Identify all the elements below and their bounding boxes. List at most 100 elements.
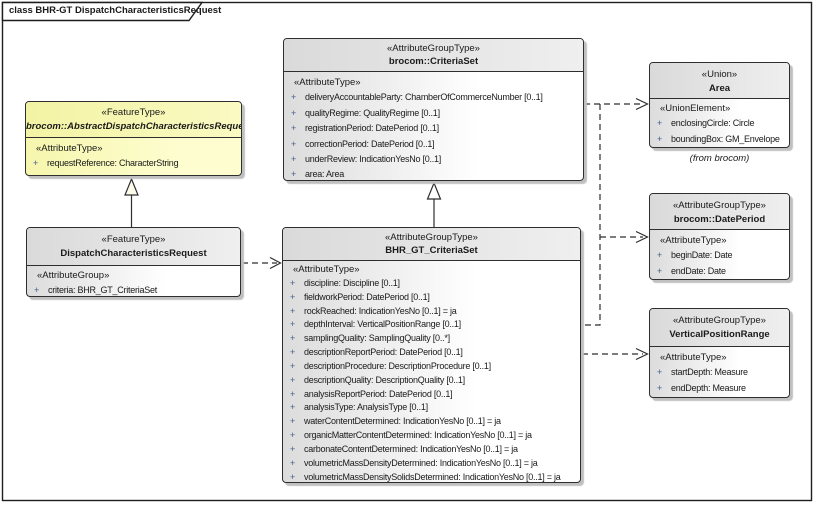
class-name: VerticalPositionRange bbox=[669, 328, 770, 340]
visibility-plus: + bbox=[290, 360, 296, 371]
attribute-text: analysisReportPeriod: DatePeriod [0..1] bbox=[304, 388, 453, 399]
attribute-row[interactable]: + waterContentDetermined: IndicationYesNo… bbox=[283, 415, 580, 429]
section-label: «AttributeType» bbox=[293, 264, 360, 275]
attribute-row[interactable]: + rockReached: IndicationYesNo [0..1] = j… bbox=[283, 305, 580, 319]
class-name: brocom::CriteriaSet bbox=[388, 56, 479, 67]
attribute-row[interactable]: + analysisReportPeriod: DatePeriod [0..1] bbox=[283, 388, 580, 402]
stereotype-label: «AttributeGroupType» bbox=[387, 42, 480, 54]
visibility-plus: + bbox=[290, 291, 296, 302]
class-area-union[interactable]: «Union» Area «UnionElement» +enclosingCi… bbox=[649, 62, 790, 148]
visibility-plus: + bbox=[290, 347, 296, 358]
attribute-row[interactable]: +registrationPeriod: DatePeriod [0..1] bbox=[284, 121, 583, 136]
visibility-plus: + bbox=[290, 402, 296, 413]
attribute-text: rockReached: IndicationYesNo [0..1] = ja bbox=[304, 305, 457, 316]
attribute-row[interactable]: + enclosingCircle: Circle bbox=[650, 116, 789, 131]
visibility-plus: + bbox=[291, 92, 297, 103]
attribute-row[interactable]: +depthInterval: VerticalPositionRange [0… bbox=[283, 318, 580, 332]
attribute-row[interactable]: + endDepth: Measure bbox=[650, 381, 789, 396]
attribute-row[interactable]: +volumetricMassDensityDetermined: Indica… bbox=[283, 457, 580, 471]
attribute-row[interactable]: + deliveryAccountableParty: ChamberOfComm… bbox=[284, 90, 583, 105]
visibility-plus: + bbox=[290, 471, 296, 482]
visibility-plus: + bbox=[33, 158, 39, 169]
class-abstract-dispatch-characteristics-request[interactable]: «FeatureType» brocom::AbstractDispatchCh… bbox=[25, 101, 242, 176]
class-dispatch-characteristics-request[interactable]: «FeatureType» DispatchCharacteristicsReq… bbox=[26, 227, 241, 297]
attribute-row[interactable]: + startDepth: Measure bbox=[650, 365, 789, 380]
attribute-row[interactable]: +analysisType: AnalysisType [0..1] bbox=[283, 401, 580, 415]
attribute-text: fieldworkPeriod: DatePeriod [0..1] bbox=[304, 291, 430, 302]
visibility-plus: + bbox=[290, 277, 296, 288]
class-name: DispatchCharacteristicsRequest bbox=[60, 247, 207, 259]
visibility-plus: + bbox=[290, 416, 296, 427]
attribute-text: beginDate: Date bbox=[671, 250, 733, 261]
attribute-row[interactable]: +underReview: IndicationYesNo [0..1] bbox=[284, 152, 583, 167]
attribute-row[interactable]: + boundingBox: GM_Envelope bbox=[650, 132, 789, 147]
attribute-row[interactable]: +endDate: Date bbox=[650, 264, 789, 279]
attribute-row[interactable]: +samplingQuality: SamplingQuality [0..*] bbox=[283, 332, 580, 346]
section-label: «AttributeGroup» bbox=[37, 270, 110, 281]
attribute-row[interactable]: + correctionPeriod: DatePeriod [0..1] bbox=[284, 137, 583, 152]
visibility-plus: + bbox=[657, 118, 663, 129]
dependency-arrow-to-dateperiod bbox=[582, 104, 649, 326]
section-label: «AttributeType» bbox=[660, 352, 727, 363]
visibility-plus: + bbox=[657, 250, 663, 261]
visibility-plus: + bbox=[291, 107, 297, 118]
visibility-plus: + bbox=[290, 374, 296, 385]
section-label: «AttributeType» bbox=[660, 235, 727, 246]
diagram-title-tab bbox=[1, 1, 204, 22]
visibility-plus: + bbox=[290, 443, 296, 454]
dependency-arrow-dispatch-to-bhrgt bbox=[242, 256, 282, 270]
dependency-arrow-bhrgt-to-verticalpositionrange bbox=[582, 347, 649, 361]
visibility-plus: + bbox=[291, 138, 297, 149]
attribute-row[interactable]: + fieldworkPeriod: DatePeriod [0..1] bbox=[283, 291, 580, 305]
attribute-row[interactable]: +organicMatterContentDetermined: Indicat… bbox=[283, 429, 580, 443]
attribute-text: correctionPeriod: DatePeriod [0..1] bbox=[305, 138, 435, 149]
section-label: «AttributeType» bbox=[294, 77, 361, 88]
attribute-row[interactable]: + criteria: BHR_GT_CriteriaSet bbox=[27, 283, 240, 296]
attribute-text: enclosingCircle: Circle bbox=[671, 118, 755, 129]
attribute-text: deliveryAccountableParty: ChamberOfComme… bbox=[305, 92, 543, 103]
dependency-arrow-criteriaset-to-area bbox=[584, 97, 649, 111]
visibility-plus: + bbox=[657, 382, 663, 393]
section-label: «AttributeType» bbox=[36, 143, 103, 154]
attribute-row[interactable]: + descriptionQuality: DescriptionQuality … bbox=[283, 374, 580, 388]
attribute-text: endDepth: Measure bbox=[671, 382, 746, 393]
attribute-row[interactable]: +discipline: Discipline [0..1] bbox=[283, 277, 580, 291]
class-verticalpositionrange[interactable]: «AttributeGroupType» VerticalPositionRan… bbox=[649, 308, 790, 398]
attribute-text: samplingQuality: SamplingQuality [0..*] bbox=[304, 333, 450, 344]
attribute-row[interactable]: + qualityRegime: QualityRegime [0..1] bbox=[284, 106, 583, 121]
visibility-plus: + bbox=[290, 305, 296, 316]
attribute-row[interactable]: + beginDate: Date bbox=[650, 248, 789, 263]
class-brocom-dateperiod[interactable]: «AttributeGroupType» brocom::DatePeriod … bbox=[649, 193, 790, 280]
attribute-row[interactable]: +volumetricMassDensitySolidsDetermined: … bbox=[283, 471, 580, 482]
stereotype-label: «AttributeGroupType» bbox=[673, 200, 766, 211]
visibility-plus: + bbox=[657, 367, 663, 378]
attribute-text: boundingBox: GM_Envelope bbox=[671, 133, 780, 144]
class-brocom-criteriaset[interactable]: «AttributeGroupType» brocom::CriteriaSet… bbox=[283, 38, 584, 181]
attribute-text: descriptionReportPeriod: DatePeriod [0..… bbox=[304, 347, 463, 358]
attribute-row[interactable]: +descriptionProcedure: DescriptionProced… bbox=[283, 360, 580, 374]
attribute-row[interactable]: + carbonateContentDetermined: IndicationY… bbox=[283, 443, 580, 457]
attribute-text: qualityRegime: QualityRegime [0..1] bbox=[305, 107, 440, 118]
attribute-text: area: Area bbox=[305, 169, 345, 180]
stereotype-label: «FeatureType» bbox=[101, 234, 166, 245]
attribute-text: carbonateContentDetermined: IndicationYe… bbox=[304, 443, 518, 454]
attribute-row[interactable]: + requestReference: CharacterString bbox=[26, 156, 241, 171]
attribute-text: underReview: IndicationYesNo [0..1] bbox=[305, 154, 442, 165]
class-name: Area bbox=[708, 82, 731, 94]
visibility-plus: + bbox=[657, 133, 663, 144]
class-bhr-gt-criteriaset[interactable]: «AttributeGroupType» BHR_GT_CriteriaSet … bbox=[282, 227, 581, 483]
class-name: brocom::AbstractDispatchCharacteristicsR… bbox=[26, 120, 242, 132]
stereotype-label: «FeatureType» bbox=[101, 107, 166, 118]
attribute-row[interactable]: +area: Area bbox=[284, 167, 583, 180]
visibility-plus: + bbox=[290, 388, 296, 399]
attribute-text: startDepth: Measure bbox=[671, 367, 748, 378]
class-name: brocom::DatePeriod bbox=[673, 213, 766, 225]
from-brocom-note: (from brocom) bbox=[689, 153, 750, 164]
attribute-text: descriptionQuality: DescriptionQuality [… bbox=[304, 374, 465, 385]
attribute-row[interactable]: + descriptionReportPeriod: DatePeriod [0.… bbox=[283, 346, 580, 360]
attribute-text: organicMatterContentDetermined: Indicati… bbox=[304, 430, 532, 441]
attribute-text: waterContentDetermined: IndicationYesNo … bbox=[304, 416, 501, 427]
